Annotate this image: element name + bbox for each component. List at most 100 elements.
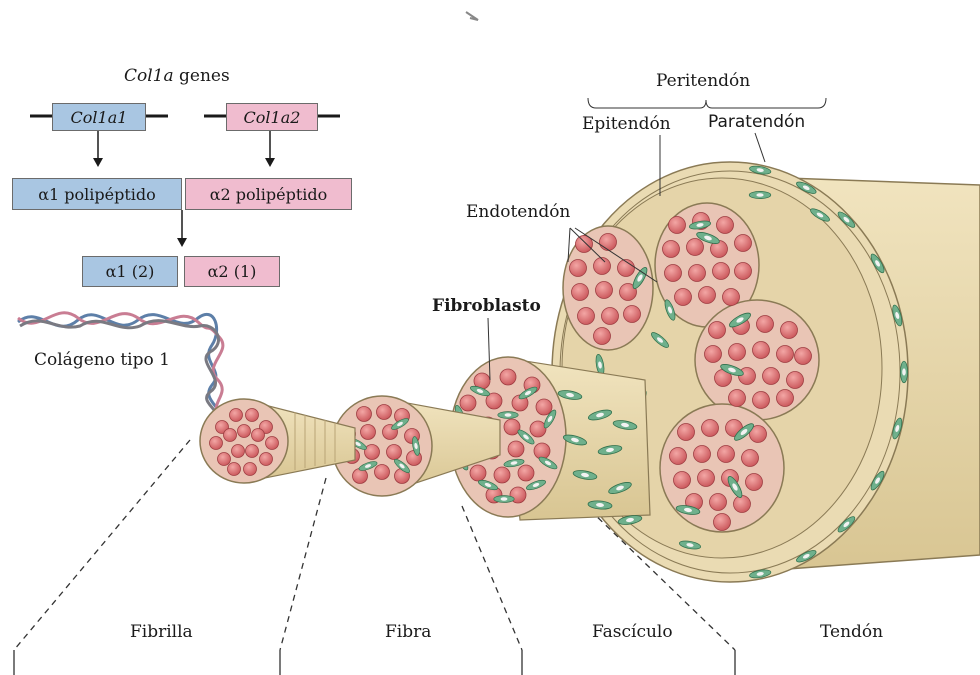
fibril [753, 342, 770, 359]
fibril [763, 368, 780, 385]
fibril [675, 289, 692, 306]
fibril [530, 421, 546, 437]
fibril [624, 306, 641, 323]
fibril [504, 419, 520, 435]
alpha2-chain-box: α2 (1) [184, 256, 280, 287]
fibril [353, 469, 368, 484]
fibril [244, 463, 257, 476]
endotendon-label: Endotendón [466, 204, 570, 221]
fibril [494, 467, 510, 483]
fibril [710, 494, 727, 511]
fibril [570, 260, 587, 277]
fibril [663, 241, 680, 258]
fibril [534, 443, 550, 459]
fibril [777, 346, 794, 363]
fibril [795, 348, 812, 365]
fibril [709, 322, 726, 339]
fibril [735, 263, 752, 280]
alpha2-polypeptide-label: α2 polipéptido [210, 185, 328, 204]
fibril [594, 258, 611, 275]
gene-col1a1-label: Col1a1 [71, 108, 128, 127]
collagen-label: Colágeno tipo 1 [34, 352, 170, 369]
top-mark [466, 12, 478, 20]
fibril [375, 465, 390, 480]
alpha1-chain-box: α1 (2) [82, 256, 178, 287]
alpha1-polypeptide-box: α1 polipéptido [12, 178, 182, 210]
gene-col1a2-label: Col1a2 [244, 108, 301, 127]
fibril [460, 395, 476, 411]
fibril [689, 265, 706, 282]
level-fibril-label: Fibrilla [130, 624, 193, 641]
fibril [470, 465, 486, 481]
fibril [777, 390, 794, 407]
fibril [753, 392, 770, 409]
fibril [218, 453, 231, 466]
fibril [670, 448, 687, 465]
fibril [699, 287, 716, 304]
fibril [596, 282, 613, 299]
fibroblast-label: Fibroblasto [432, 298, 541, 315]
fibril [508, 441, 524, 457]
fibril [742, 450, 759, 467]
fibril [230, 409, 243, 422]
alpha2-chain-label: α2 (1) [208, 262, 257, 281]
fibril [594, 328, 611, 345]
fibril [717, 217, 734, 234]
fibril [787, 372, 804, 389]
gene-col1a1-box: Col1a1 [52, 103, 146, 131]
fibroblast-cell [494, 496, 514, 503]
fibril [387, 445, 402, 460]
genes-heading: Col1a genes [124, 68, 230, 85]
fibril [723, 289, 740, 306]
fibril [246, 445, 259, 458]
fibril [500, 369, 516, 385]
fibril [694, 446, 711, 463]
alpha1-polypeptide-label: α1 polipéptido [38, 185, 156, 204]
paratendon-label: Paratendón [708, 114, 805, 131]
fibril [361, 425, 376, 440]
fibril [665, 265, 682, 282]
fibril [536, 399, 552, 415]
fibril [357, 407, 372, 422]
fibril [713, 263, 730, 280]
fibroblast-cell [498, 412, 518, 419]
alpha1-chain-label: α1 (2) [106, 262, 155, 281]
alpha2-polypeptide-box: α2 polipéptido [185, 178, 352, 210]
fibril [757, 316, 774, 333]
fibril [260, 453, 273, 466]
fibril [266, 437, 279, 450]
level-ticks [14, 650, 735, 675]
fibril [781, 322, 798, 339]
fibril [698, 470, 715, 487]
fibril [687, 239, 704, 256]
fibril [729, 344, 746, 361]
fibril [224, 429, 237, 442]
level-tendon-label: Tendón [820, 624, 883, 641]
fibril [705, 346, 722, 363]
genes-heading-italic: Col1a [124, 66, 174, 86]
fibril [518, 465, 534, 481]
fibril [228, 463, 241, 476]
fibril [578, 308, 595, 325]
genes-heading-rest: genes [174, 66, 230, 86]
fibril [602, 308, 619, 325]
fibril [365, 445, 380, 460]
fibroblast-cell [749, 191, 771, 198]
tendon-fascicle [660, 404, 784, 532]
fibril [678, 424, 695, 441]
fibril [246, 409, 259, 422]
fibril [746, 474, 763, 491]
level-fibre-label: Fibra [385, 624, 431, 641]
fibril [718, 446, 735, 463]
fibril [669, 217, 686, 234]
fibril [735, 235, 752, 252]
epitendon-label: Epitendón [582, 116, 671, 133]
fibril [572, 284, 589, 301]
fibril [210, 437, 223, 450]
fibril [714, 514, 731, 531]
fibril [729, 390, 746, 407]
fibril [377, 405, 392, 420]
peritendon-label: Peritendón [656, 73, 750, 90]
